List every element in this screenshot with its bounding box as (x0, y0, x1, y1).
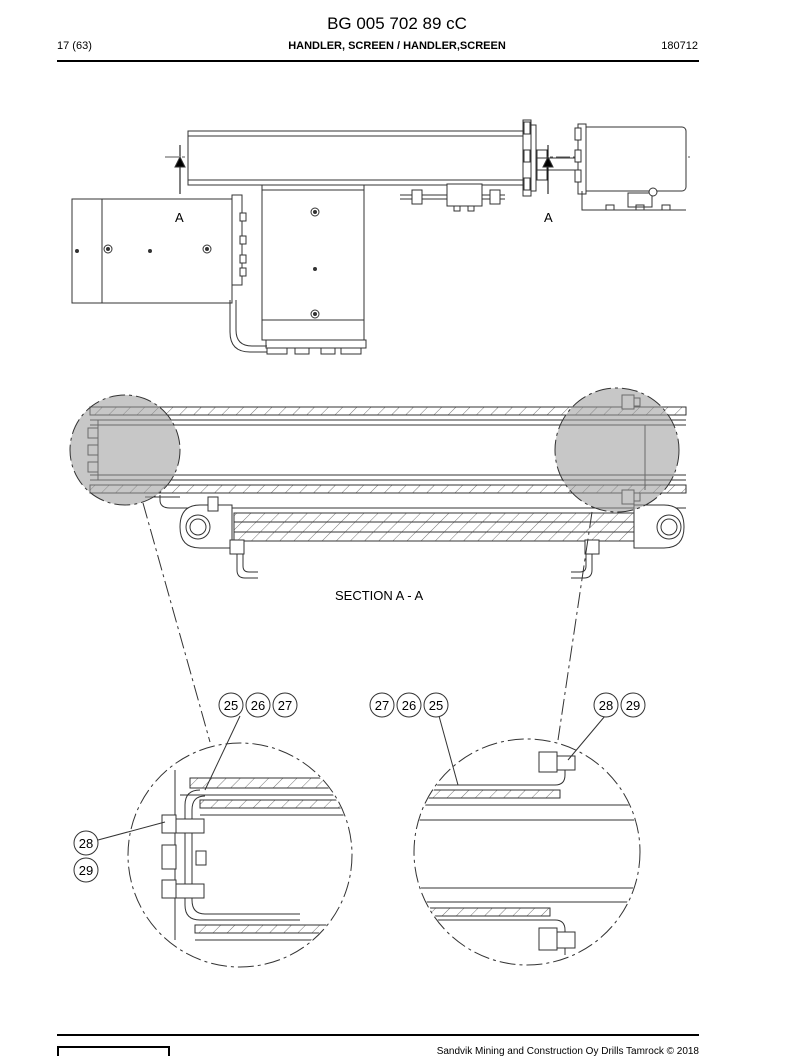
callout-label: 26 (402, 698, 416, 713)
sandvik-logo (57, 1046, 170, 1056)
section-title: SECTION A - A (335, 588, 423, 603)
callout-bubble (73, 857, 99, 883)
callout-label: 27 (278, 698, 292, 713)
document-title: HANDLER, SCREEN / HANDLER,SCREEN (288, 40, 506, 52)
callout-label: 29 (626, 698, 640, 713)
left-detail-callouts-side (73, 830, 99, 883)
callout-label: 28 (599, 698, 613, 713)
detail-highlight-right (554, 387, 680, 513)
main-tube (187, 130, 524, 186)
callout-bubble (593, 692, 619, 718)
callout-bubble (272, 692, 298, 718)
header-rule (57, 60, 699, 62)
callout-label: 25 (224, 698, 238, 713)
page-number: 17 (63) (57, 40, 92, 52)
right-detail-callouts-b (593, 692, 646, 718)
callout-label: 29 (79, 863, 93, 878)
left-detail (97, 715, 353, 968)
motor-housing (577, 126, 687, 192)
right-detail (413, 715, 641, 966)
top-view (71, 119, 690, 355)
callout-bubble (218, 692, 244, 718)
footer-copyright: Sandvik Mining and Construction Oy Drill… (436, 1046, 699, 1057)
document-number: BG 005 702 89 cC (327, 14, 467, 33)
left-detail-callouts-top (218, 692, 298, 718)
callout-bubble (73, 830, 99, 856)
section-marker-left: A (175, 210, 184, 225)
right-detail-callouts-a (369, 692, 449, 718)
callout-label: 26 (251, 698, 265, 713)
callout-bubble (620, 692, 646, 718)
footer-rule (57, 1034, 699, 1036)
callout-bubble (245, 692, 271, 718)
left-housing (101, 198, 233, 304)
callout-label: 27 (375, 698, 389, 713)
callout-bubble (396, 692, 422, 718)
callout-label: 25 (429, 698, 443, 713)
callout-bubble (423, 692, 449, 718)
callout-bubble (369, 692, 395, 718)
central-block (261, 189, 365, 341)
document-date: 180712 (661, 40, 698, 52)
callout-label: 28 (79, 836, 93, 851)
section-marker-right: A (544, 210, 553, 225)
detail-highlight-left (69, 394, 181, 506)
section-view (69, 387, 687, 743)
